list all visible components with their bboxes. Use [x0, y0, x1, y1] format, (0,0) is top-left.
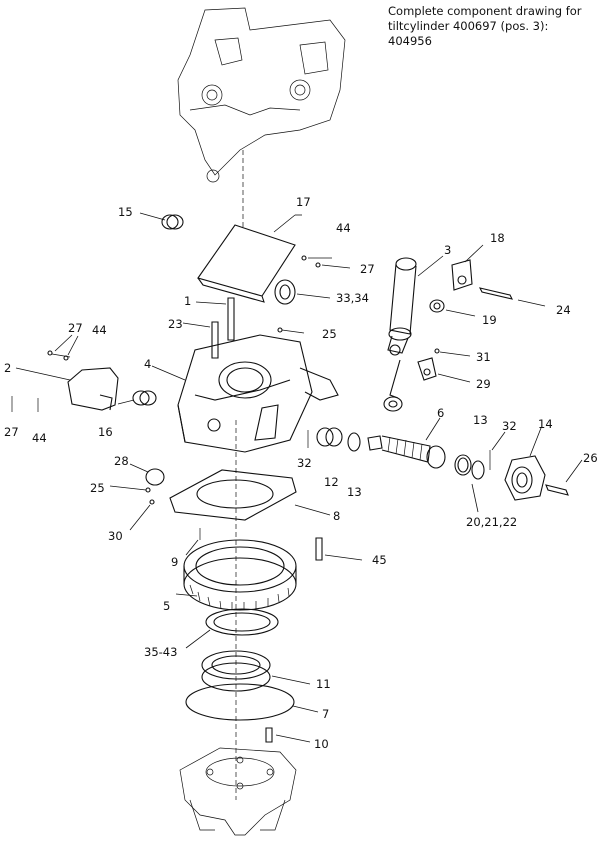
callout-13-right: 13	[473, 413, 488, 427]
part-35-43-bearing	[185, 608, 279, 649]
part-28-fitting	[129, 463, 165, 486]
callout-3: 3	[444, 243, 451, 257]
part-15-bushing	[139, 212, 184, 230]
callout-8: 8	[333, 509, 340, 523]
part-27-44-fasteners-top	[301, 255, 351, 269]
callout-1: 1	[184, 294, 191, 308]
callout-32-mid: 32	[297, 456, 312, 470]
part-6-worm-shaft	[367, 417, 446, 469]
callout-44-left: 44	[92, 323, 107, 337]
part-25-pin-bottom	[109, 485, 151, 493]
part-30-grease-nipple	[129, 499, 155, 531]
callout-9: 9	[171, 555, 178, 569]
callout-35-43: 35-43	[144, 645, 177, 659]
drawing-caption: Complete component drawing for tiltcylin…	[388, 4, 582, 48]
callout-7: 7	[322, 707, 329, 721]
part-18-clamp	[451, 244, 484, 291]
part-26-bolt	[545, 459, 583, 496]
callout-26: 26	[583, 451, 598, 465]
part-12-bushing	[316, 427, 343, 447]
callout-28: 28	[114, 454, 129, 468]
part-8-plate	[169, 469, 331, 521]
callout-20-21-22: 20,21,22	[466, 515, 517, 529]
callout-17: 17	[296, 195, 311, 209]
part-14-end-cap	[504, 427, 546, 501]
part-31-screw	[434, 348, 471, 357]
callout-12: 12	[324, 475, 339, 489]
callout-labels: 15 17 44 27 3 18 1 33,34 24 27 44 23 25 …	[4, 195, 598, 751]
part-32-pin-b	[489, 431, 506, 470]
part-13-ring-b	[454, 454, 472, 476]
callout-29: 29	[476, 377, 491, 391]
callout-30: 30	[108, 529, 123, 543]
callout-27-top: 27	[360, 262, 375, 276]
callout-6: 6	[437, 406, 444, 420]
callout-25-top: 25	[322, 327, 337, 341]
part-33-34-ring	[274, 279, 331, 305]
callout-16: 16	[98, 425, 113, 439]
callout-23: 23	[168, 317, 183, 331]
callout-31: 31	[476, 350, 491, 364]
callout-5: 5	[163, 599, 170, 613]
callout-45: 45	[372, 553, 387, 567]
callout-4: 4	[144, 357, 151, 371]
part-27-44-fasteners-left	[11, 334, 79, 412]
callout-44-lower-left: 44	[32, 431, 47, 445]
callout-33-34: 33,34	[336, 291, 369, 305]
callout-14: 14	[538, 417, 553, 431]
callout-27-left: 27	[68, 321, 83, 335]
callout-24: 24	[556, 303, 571, 317]
part-2-side-cover	[15, 367, 119, 411]
callout-18: 18	[490, 231, 505, 245]
part-5-worm-gear	[175, 539, 297, 611]
part-13-ring-a	[347, 432, 361, 452]
part-9-pin	[185, 528, 201, 556]
part-17-cover	[197, 214, 302, 303]
part-3-tilt-cylinder	[383, 255, 444, 412]
part-1-bolt	[195, 297, 235, 341]
callout-2: 2	[4, 361, 11, 375]
callout-15: 15	[118, 205, 133, 219]
part-29-lever	[417, 357, 471, 383]
part-16-bushing	[117, 390, 157, 406]
part-11-ring	[201, 650, 311, 692]
callout-25-bottom: 25	[90, 481, 105, 495]
part-7-o-ring	[185, 683, 319, 721]
callout-44-top: 44	[336, 221, 351, 235]
callout-19: 19	[482, 313, 497, 327]
callout-32-right: 32	[502, 419, 517, 433]
callout-13-mid: 13	[347, 485, 362, 499]
part-45-bolt	[315, 537, 363, 561]
top-bracket	[177, 7, 346, 183]
centre-axis	[235, 150, 244, 800]
part-4-housing	[151, 334, 339, 453]
part-25-pin-top	[277, 327, 305, 334]
bottom-rotator	[179, 747, 297, 836]
part-20-21-22-rings	[471, 460, 485, 513]
part-23-bolt	[182, 321, 219, 359]
part-24-bolt	[478, 287, 546, 307]
part-19-washer	[429, 299, 476, 317]
part-10-pin	[265, 727, 311, 743]
callout-27-lower-left: 27	[4, 425, 19, 439]
callout-10: 10	[314, 737, 329, 751]
callout-11: 11	[316, 677, 331, 691]
